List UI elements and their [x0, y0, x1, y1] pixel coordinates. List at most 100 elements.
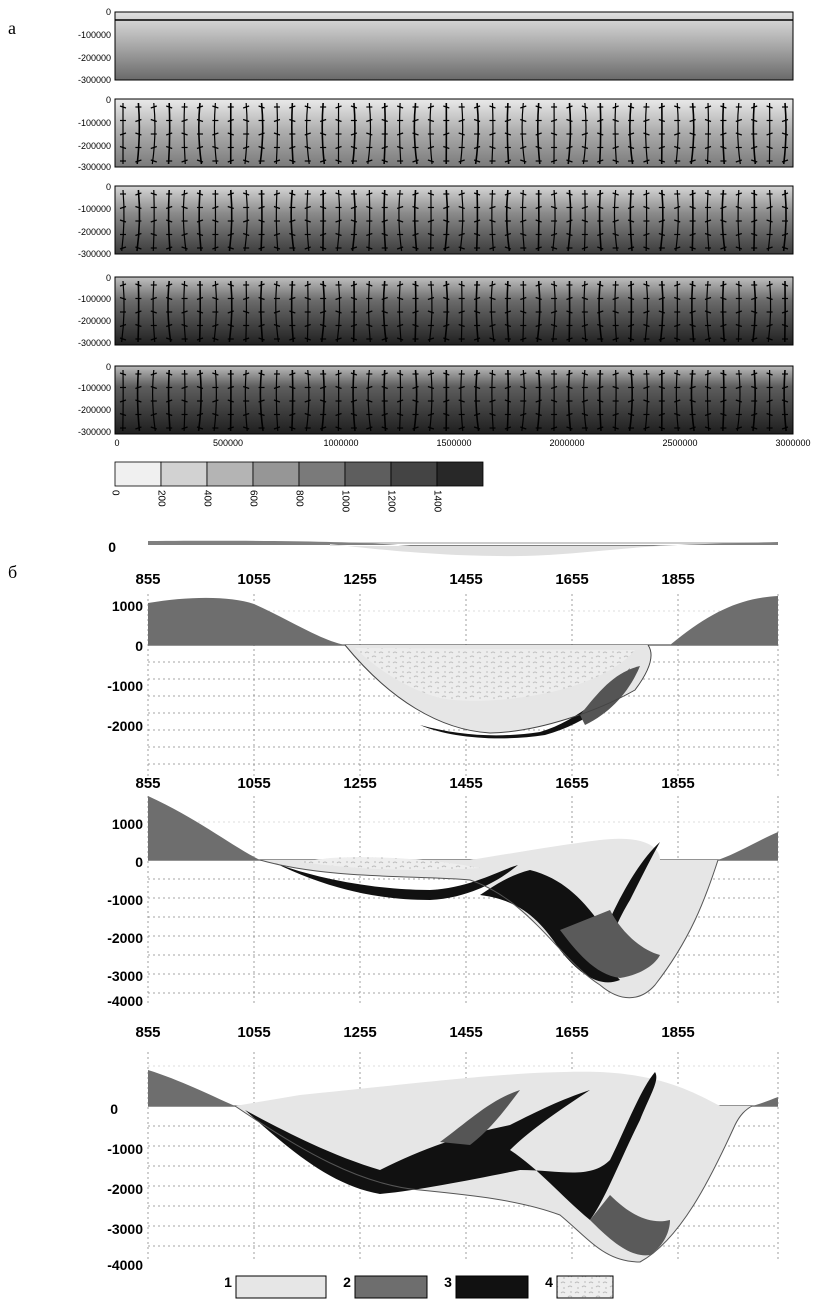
velocity-tick [535, 296, 542, 301]
velocity-tick [597, 232, 604, 237]
velocity-tick [165, 337, 173, 341]
profile-2-relief-right [670, 596, 778, 645]
velocity-tick [227, 132, 234, 136]
velocity-tick [504, 246, 512, 250]
section-5: 0 -100000 -200000 -300000 [78, 362, 794, 437]
velocity-tick [581, 219, 589, 223]
velocity-tick [781, 132, 789, 136]
velocity-tick [304, 145, 311, 150]
velocity-vector [721, 280, 726, 343]
velocity-tick [566, 219, 573, 223]
section-4-field [115, 277, 793, 345]
velocity-tick [643, 246, 650, 250]
velocity-tick [535, 145, 542, 150]
velocity-tick [150, 337, 157, 341]
velocity-vector [644, 369, 649, 432]
velocity-tick [473, 296, 481, 301]
velocity-tick [366, 132, 373, 136]
velocity-tick [150, 412, 157, 417]
velocity-tick [550, 399, 558, 403]
profile-x-tick: 1855 [661, 775, 694, 792]
velocity-vector [475, 369, 480, 432]
velocity-tick [242, 105, 250, 109]
profile-2-fill-4 [355, 648, 635, 701]
velocity-vector [444, 280, 449, 343]
velocity-tick [258, 412, 265, 417]
legend-label-3: 3 [444, 1274, 452, 1290]
velocity-tick [366, 192, 373, 196]
velocity-tick [735, 118, 743, 123]
velocity-tick [319, 192, 327, 196]
velocity-tick [443, 132, 450, 136]
velocity-tick [458, 205, 465, 210]
velocity-tick [658, 412, 666, 417]
velocity-tick [304, 132, 311, 136]
velocity-tick [227, 118, 234, 123]
velocity-tick [720, 145, 727, 150]
profile-x-tick: 1055 [237, 1024, 270, 1041]
velocity-vector [583, 280, 587, 343]
velocity-tick [304, 283, 311, 287]
velocity-tick [119, 412, 127, 417]
velocity-tick [704, 192, 712, 196]
profile-x-tick: 1255 [343, 1024, 376, 1041]
velocity-tick [150, 192, 157, 196]
velocity-tick [212, 399, 219, 403]
profile-2-fill-3 [420, 668, 630, 739]
velocity-tick [473, 219, 481, 223]
velocity-tick [489, 132, 496, 136]
velocity-tick [643, 310, 650, 314]
velocity-vector [459, 102, 464, 165]
profile-3-relief-left [148, 796, 260, 860]
velocity-tick [412, 205, 419, 210]
velocity-tick [119, 283, 127, 287]
velocity-tick [443, 399, 450, 403]
velocity-tick [781, 118, 789, 123]
velocity-vector [567, 369, 572, 432]
velocity-tick [227, 426, 234, 430]
velocity-tick [489, 323, 496, 328]
velocity-vector [413, 369, 418, 432]
velocity-tick [597, 399, 604, 403]
profile-4-relief-right [752, 1097, 778, 1106]
velocity-tick [751, 159, 758, 163]
velocity-tick [581, 296, 589, 301]
velocity-tick [304, 399, 311, 403]
velocity-tick [720, 323, 727, 328]
panel-a-x-tick: 3000000 [775, 438, 810, 448]
velocity-tick [196, 385, 204, 390]
velocity-tick [597, 159, 604, 163]
velocity-vector [460, 280, 463, 343]
velocity-tick [520, 372, 527, 376]
velocity-tick [273, 205, 281, 210]
velocity-tick [412, 385, 419, 390]
velocity-vector [691, 280, 695, 343]
profile-2-outline [344, 644, 652, 734]
velocity-tick [781, 232, 789, 237]
velocity-tick [674, 105, 681, 109]
velocity-tick [643, 192, 650, 196]
velocity-vector [383, 102, 386, 165]
velocity-vector [368, 189, 371, 252]
velocity-tick [781, 385, 789, 390]
velocity-tick [781, 310, 789, 314]
velocity-vector [121, 280, 125, 343]
velocity-tick [612, 192, 619, 196]
velocity-tick [643, 232, 650, 237]
velocity-tick [396, 323, 404, 328]
colorbar-tick: 1000 [339, 490, 350, 513]
velocity-tick [520, 105, 527, 109]
velocity-tick [181, 232, 188, 237]
velocity-tick [504, 192, 512, 196]
velocity-vector [583, 189, 586, 252]
velocity-tick [751, 192, 758, 196]
velocity-tick [566, 337, 573, 341]
profile-4-y-tick: -3000 [107, 1221, 143, 1237]
velocity-tick [489, 145, 496, 150]
velocity-tick [597, 426, 604, 430]
section-1-y-tick: -200000 [78, 53, 111, 63]
velocity-tick [766, 372, 773, 376]
velocity-tick [135, 192, 142, 196]
section-2-y-tick: -300000 [78, 162, 111, 172]
velocity-tick [566, 385, 573, 390]
